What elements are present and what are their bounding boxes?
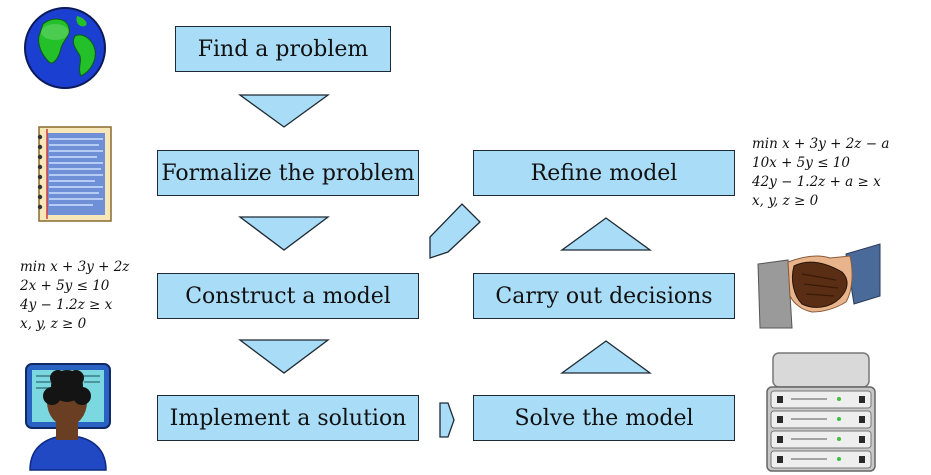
- model-left-line-3: 4y − 1.2z ≥ x: [20, 297, 113, 313]
- handshake-icon: [757, 243, 881, 329]
- model-left-line-4: x, y, z ≥ 0: [20, 316, 87, 332]
- model-right-line-4: x, y, z ≥ 0: [752, 193, 819, 209]
- model-right-line-2: 10x + 5y ≤ 10: [752, 155, 850, 171]
- step-find-problem: Find a problem: [175, 26, 391, 72]
- arrow-up-carry-out: [560, 340, 652, 374]
- step-construct-model: Construct a model: [157, 273, 419, 319]
- step-refine-model: Refine model: [473, 150, 735, 196]
- arrow-down-1: [238, 94, 330, 128]
- globe-icon: [24, 7, 106, 89]
- model-equations-right: min x + 3y + 2z − a 10x + 5y ≤ 10 42y − …: [752, 135, 889, 211]
- model-right-line-3: 42y − 1.2z + a ≥ x: [752, 174, 881, 190]
- model-right-line-1: min x + 3y + 2z − a: [752, 136, 890, 152]
- model-equations-left: min x + 3y + 2z 2x + 5y ≤ 10 4y − 1.2z ≥…: [20, 258, 129, 334]
- step-formalize-problem: Formalize the problem: [157, 150, 419, 196]
- arrow-up-refine: [560, 217, 652, 251]
- arrow-right-solve: [439, 402, 455, 438]
- step-carry-out-decisions: Carry out decisions: [473, 273, 735, 319]
- model-left-line-2: 2x + 5y ≤ 10: [20, 278, 110, 294]
- arrow-down-3: [238, 339, 330, 374]
- notepad-icon: [37, 126, 112, 222]
- person-computer-icon: [25, 363, 111, 471]
- step-solve-model: Solve the model: [473, 395, 735, 441]
- step-implement-solution: Implement a solution: [157, 395, 419, 441]
- arrow-down-2: [238, 216, 330, 251]
- model-left-line-1: min x + 3y + 2z: [20, 259, 130, 275]
- server-icon: [766, 352, 876, 472]
- arrow-diagonal-to-refine: [429, 203, 481, 259]
